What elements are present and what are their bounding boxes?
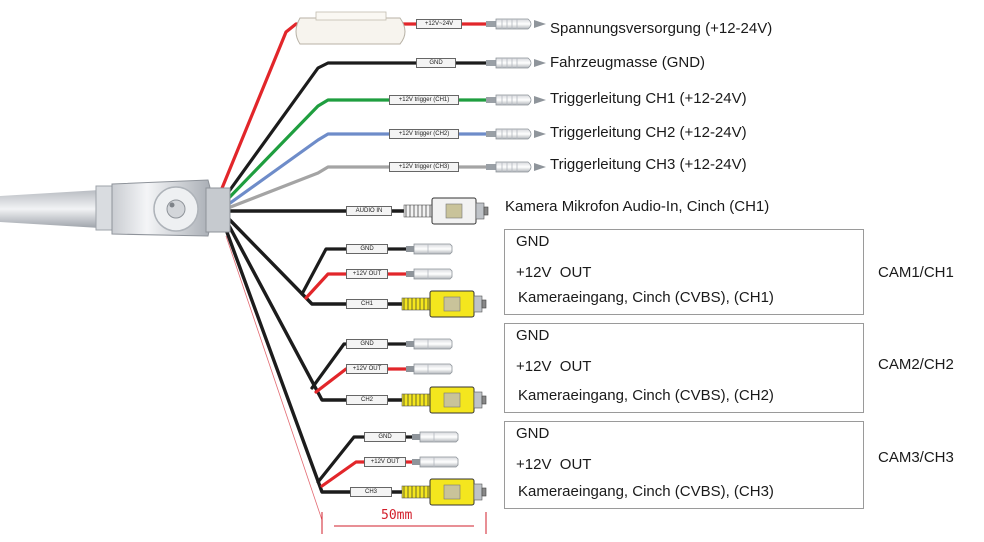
connector-arrow-4 xyxy=(534,163,546,171)
connector-cam2-video xyxy=(401,386,487,414)
tag-ground: GND xyxy=(416,58,456,68)
hub-end-ring xyxy=(205,187,231,233)
connector-ground xyxy=(486,57,532,69)
cam1-video-label: Kameraeingang, Cinch (CVBS), (CH1) xyxy=(518,289,774,306)
connector-power xyxy=(486,18,532,30)
cam2-video-label: Kameraeingang, Cinch (CVBS), (CH2) xyxy=(518,387,774,404)
connector-arrow-1 xyxy=(534,59,546,67)
tag-power: +12V~24V xyxy=(416,19,462,29)
wire-label-power: Spannungsversorgung (+12-24V) xyxy=(550,20,773,37)
connector-cam3-power xyxy=(412,456,459,468)
connector-trigger-ch2 xyxy=(486,128,532,140)
connector-audio-in xyxy=(403,197,489,225)
tag-cam2-video: CH2 xyxy=(346,395,388,405)
wire-trigger-ch1 xyxy=(222,98,488,205)
cam1-gnd-label: GND xyxy=(516,233,550,250)
tag-trigger-ch2: +12V trigger (CH2) xyxy=(389,129,459,139)
hub-knob-screw xyxy=(169,202,175,208)
wire-label-trigger-ch1: Triggerleitung CH1 (+12-24V) xyxy=(550,90,747,107)
wire-label-ground: Fahrzeugmasse (GND) xyxy=(550,54,706,71)
cam3-group-name: CAM3/CH3 xyxy=(878,449,954,466)
cam2-gnd-label: GND xyxy=(516,327,550,344)
connector-cam1-power xyxy=(406,268,453,280)
connector-arrow-2 xyxy=(534,96,546,104)
dimension-guide xyxy=(225,235,323,521)
cam1-power-label: +12V OUT xyxy=(516,264,592,281)
hub-knob-center xyxy=(166,199,186,219)
connector-trigger-ch3 xyxy=(486,161,532,173)
connector-cam2-power xyxy=(406,363,453,375)
connector-arrow-0 xyxy=(534,20,546,28)
cam3-gnd-label: GND xyxy=(516,425,550,442)
tag-cam3-video: CH3 xyxy=(350,487,392,497)
cam2-group-box xyxy=(504,323,864,413)
cam1-group-name: CAM1/CH1 xyxy=(878,264,954,281)
tag-cam3-power: +12V OUT xyxy=(364,457,406,467)
tag-trigger-ch1: +12V trigger (CH1) xyxy=(389,95,459,105)
wire-ground xyxy=(220,61,488,203)
tag-cam2-power: +12V OUT xyxy=(346,364,388,374)
wire-label-trigger-ch2: Triggerleitung CH2 (+12-24V) xyxy=(550,124,747,141)
cam3-power-label: +12V OUT xyxy=(516,456,592,473)
cam2-group-name: CAM2/CH2 xyxy=(878,356,954,373)
main-cable xyxy=(0,190,100,228)
connector-cam1-gnd xyxy=(406,243,453,255)
cam3-video-label: Kameraeingang, Cinch (CVBS), (CH3) xyxy=(518,483,774,500)
connector-arrow-3 xyxy=(534,130,546,138)
dimension-label: 50mm xyxy=(381,508,413,523)
tag-cam2-gnd: GND xyxy=(346,339,388,349)
connector-cam3-gnd xyxy=(412,431,459,443)
wire-label-trigger-ch3: Triggerleitung CH3 (+12-24V) xyxy=(550,156,747,173)
tag-trigger-ch3: +12V trigger (CH3) xyxy=(389,162,459,172)
tag-audio-in: AUDIO IN xyxy=(346,206,392,216)
tag-cam1-power: +12V OUT xyxy=(346,269,388,279)
audio-in-label: Kamera Mikrofon Audio-In, Cinch (CH1) xyxy=(505,198,770,215)
connector-trigger-ch1 xyxy=(486,94,532,106)
cam2-power-label: +12V OUT xyxy=(516,358,592,375)
connector-cam3-video xyxy=(401,478,487,506)
connector-cam2-gnd xyxy=(406,338,453,350)
cam3-group-box xyxy=(504,421,864,509)
connector-cam1-video xyxy=(401,290,487,318)
tag-cam1-gnd: GND xyxy=(346,244,388,254)
tag-cam1-video: CH1 xyxy=(346,299,388,309)
fuse-holder xyxy=(295,11,406,45)
tag-cam3-gnd: GND xyxy=(364,432,406,442)
cam1-group-box xyxy=(504,229,864,315)
